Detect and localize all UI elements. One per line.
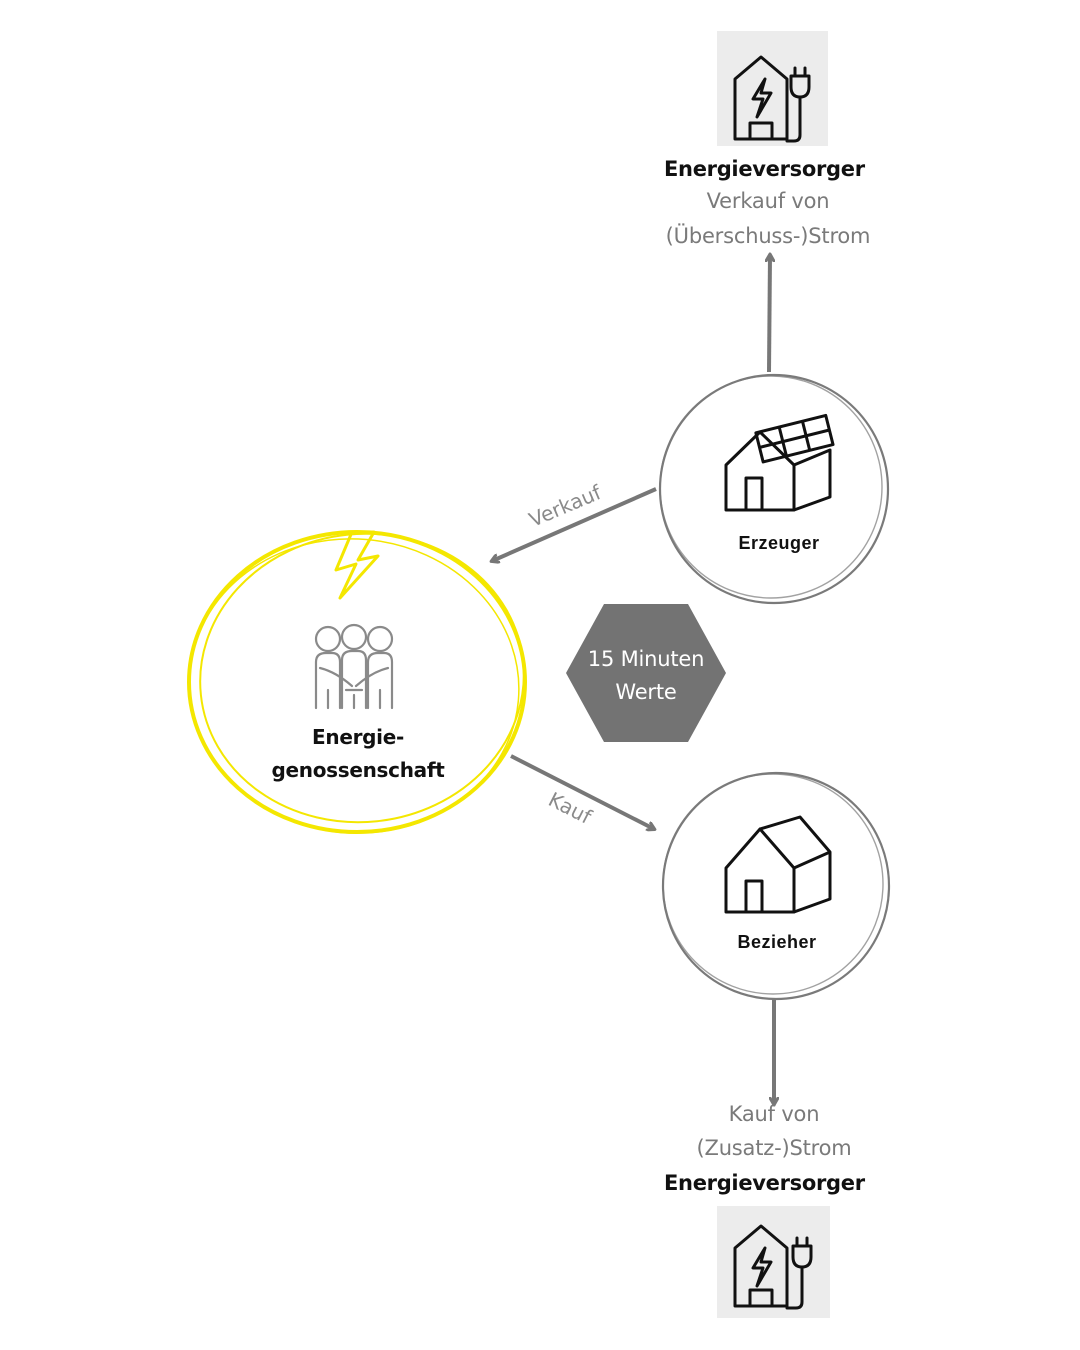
hexagon-label-line1: 15 Minuten: [587, 647, 705, 671]
producer-label: Erzeuger: [738, 533, 820, 553]
consumer-node: [661, 771, 891, 1001]
arrow-to-top-supplier: [769, 255, 770, 373]
top-supplier-line2: (Überschuss-)Strom: [665, 224, 871, 248]
energy-supplier-icon: [733, 1224, 813, 1310]
lightning-icon: [334, 530, 380, 600]
producer-node: [658, 373, 890, 605]
arrow-buy: [510, 754, 654, 829]
top-supplier-title: Energieversorger: [664, 157, 865, 181]
cooperative-node: [187, 530, 527, 834]
top-supplier-line1: Verkauf von: [706, 189, 830, 213]
hexagon-label-line2: Werte: [615, 680, 677, 704]
arrow-sell: [492, 487, 657, 561]
solar-house-icon: [724, 413, 835, 512]
energy-supplier-icon: [733, 55, 811, 143]
bottom-supplier-tile: [717, 1206, 830, 1318]
consumer-label: Bezieher: [737, 932, 817, 952]
community-people-icon: [314, 623, 394, 710]
hexagon-badge: [566, 604, 726, 742]
bottom-supplier-title: Energieversorger: [664, 1171, 865, 1195]
bottom-supplier-line1: Kauf von: [728, 1102, 820, 1126]
bottom-supplier-line2: (Zusatz-)Strom: [696, 1136, 852, 1160]
top-supplier-tile: [717, 31, 828, 146]
house-icon: [724, 815, 832, 914]
cooperative-label-line2: genossenschaft: [271, 758, 445, 782]
cooperative-label-line1: Energie-: [312, 725, 404, 749]
